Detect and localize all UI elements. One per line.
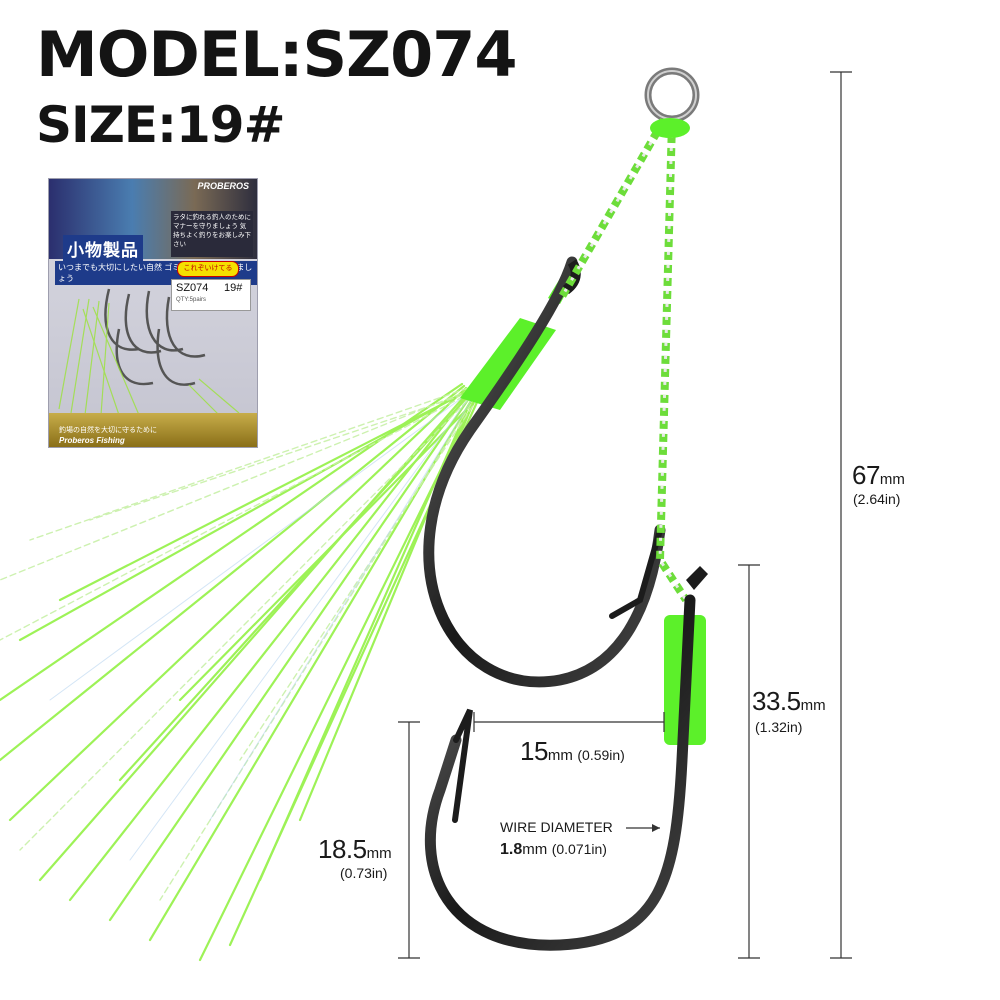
package-brand: PROBEROS bbox=[197, 181, 249, 191]
size-title: SIZE:19# bbox=[36, 96, 285, 154]
assist-cord-icon bbox=[556, 117, 668, 303]
package-qty: QTY:5pairs bbox=[176, 297, 207, 303]
package-bottom-band bbox=[49, 413, 257, 447]
package-brand-footer: Proberos Fishing bbox=[59, 436, 125, 445]
small-hook-icon bbox=[424, 594, 696, 951]
total-length-inch: (2.64in) bbox=[853, 491, 901, 507]
large-hook-length-label: 33.5mm bbox=[752, 686, 826, 716]
small-hook-length-label: 18.5mm bbox=[318, 834, 392, 864]
flash-skirt-icon bbox=[0, 382, 480, 962]
package-size: 19# bbox=[224, 282, 243, 294]
model-title: MODEL:SZ074 bbox=[36, 18, 518, 91]
wire-diameter-title: WIRE DIAMETER bbox=[500, 819, 613, 835]
wire-diameter-value: 1.8mm (0.071in) bbox=[500, 841, 607, 858]
package-hooks-icon bbox=[58, 288, 240, 416]
total-length-label: 67mm bbox=[852, 460, 905, 490]
large-hook-length-inch: (1.32in) bbox=[755, 719, 803, 735]
large-hook-icon bbox=[423, 256, 666, 688]
gap-width-label: 15mm (0.59in) bbox=[520, 736, 625, 766]
package-title: 小物製品 bbox=[63, 235, 143, 262]
package-label-box: SZ074 19# QTY:5pairs bbox=[171, 279, 251, 311]
small-hook-length-inch: (0.73in) bbox=[340, 865, 388, 881]
product-package: PROBEROS ラタに釣れる釣人のために マナーを守りましょう 気持ちよく釣り… bbox=[48, 178, 258, 448]
package-model: SZ074 bbox=[176, 282, 209, 294]
package-notice: ラタに釣れる釣人のために マナーを守りましょう 気持ちよく釣りをお楽しみ下さい bbox=[171, 211, 253, 257]
package-sticker: これぞいけてる bbox=[177, 261, 239, 277]
package-footer: 釣場の自然を大切に守るために bbox=[59, 427, 157, 434]
